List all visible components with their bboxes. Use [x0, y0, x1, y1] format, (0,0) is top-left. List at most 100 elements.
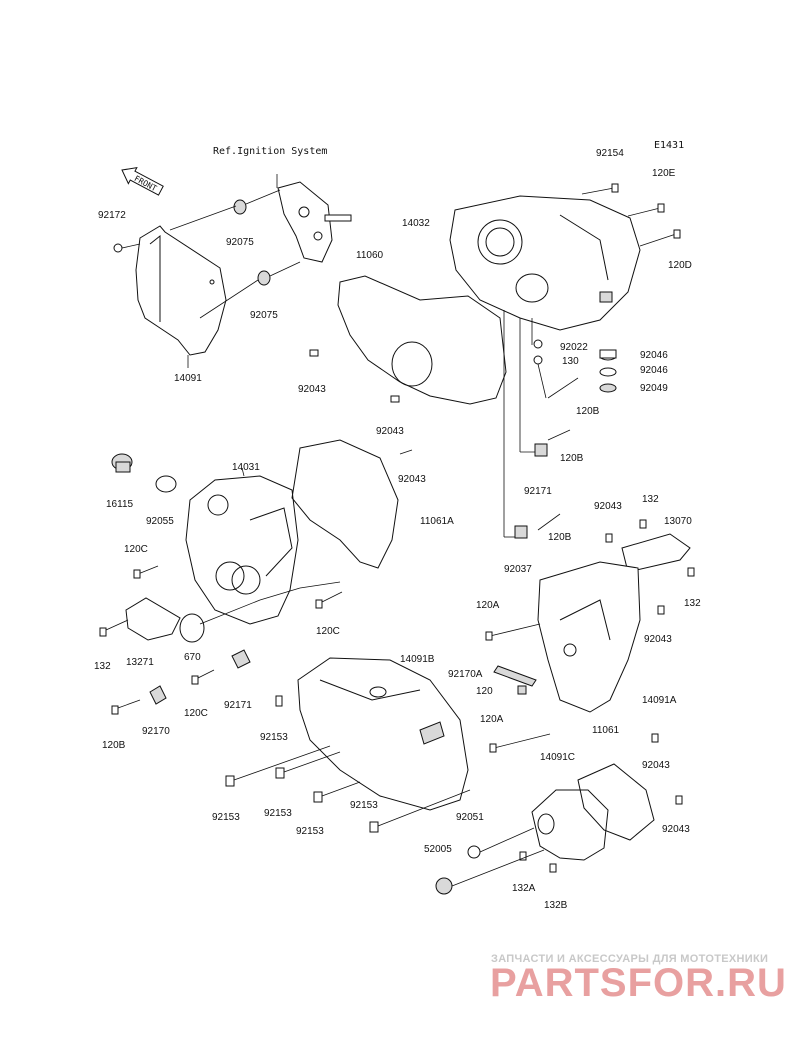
- callout-labels: 14091 92172 92075 92075 11060 92043 92043 14032…: [94, 148, 701, 911]
- grommet-92075a-drawing: [233, 199, 247, 215]
- clamp-92037-drawing: [514, 525, 528, 539]
- callout-120Bd: 120B: [102, 740, 126, 751]
- bolts-lower-right: [451, 733, 683, 887]
- callout-92154: 92154: [596, 148, 624, 159]
- housing-14032-drawing: [449, 195, 641, 331]
- o-ring-670-drawing: [179, 613, 205, 643]
- oil-cap-16115-drawing: [111, 453, 133, 473]
- callout-92049: 92049: [640, 383, 668, 394]
- cover-14091A-drawing: [537, 561, 641, 713]
- plate-13271-drawing: [125, 597, 181, 641]
- callout-92153e: 92153: [350, 800, 378, 811]
- cover-14091-drawing: [135, 225, 227, 356]
- callout-120Bc: 120B: [548, 532, 572, 543]
- callout-120Ba: 120B: [576, 406, 600, 417]
- callout-120Aa: 120A: [476, 600, 500, 611]
- spacers-right: [533, 339, 617, 393]
- callout-120D: 120D: [668, 260, 692, 271]
- gasket-11060-drawing: [337, 275, 507, 405]
- callout-14091A: 14091A: [642, 695, 677, 706]
- callout-92043d: 92043: [594, 501, 622, 512]
- cover-14031-drawing: [185, 475, 299, 625]
- callout-11061A: 11061A: [420, 516, 454, 527]
- bolts-lower-middle: [225, 695, 471, 833]
- callout-13271: 13271: [126, 657, 154, 668]
- callout-92075a: 92075: [226, 237, 254, 248]
- callout-92171b: 92171: [224, 700, 252, 711]
- callout-92170A: 92170A: [448, 669, 483, 680]
- callout-92153d: 92153: [296, 826, 324, 837]
- dowel-92043b-drawing: [390, 395, 400, 403]
- callout-92153b: 92153: [212, 812, 240, 823]
- callout-14031: 14031: [232, 462, 260, 473]
- gasket-11061A-drawing: [291, 439, 399, 569]
- callout-14091: 14091: [174, 373, 202, 384]
- clamp-92171a-drawing: [534, 443, 548, 457]
- front-arrow-icon: FRONT: [121, 167, 164, 196]
- callout-120E: 120E: [652, 168, 676, 179]
- callout-92043e: 92043: [644, 634, 672, 645]
- callout-92171a: 92171: [524, 486, 552, 497]
- callout-120Ca: 120C: [124, 544, 148, 555]
- clamp-92170-drawing: [149, 685, 167, 705]
- gasket-11060-window: [391, 341, 433, 387]
- callout-11060: 11060: [356, 250, 384, 261]
- callout-92043a: 92043: [298, 384, 326, 395]
- reference-note: Ref.Ignition System: [213, 146, 327, 157]
- callout-120Ab: 120A: [480, 714, 504, 725]
- diagram-code: E1431: [654, 140, 684, 151]
- callout-670: 670: [184, 652, 201, 663]
- callout-14032: 14032: [402, 218, 430, 229]
- grommet-92075b-drawing: [257, 270, 271, 286]
- callout-130: 130: [562, 356, 579, 367]
- watermark-brand: PARTSFOR.RU: [490, 961, 787, 1005]
- washer-92051-drawing: [467, 845, 481, 859]
- callout-92043c: 92043: [398, 474, 426, 485]
- callout-92051: 92051: [456, 812, 484, 823]
- bracket-13070-drawing: [621, 533, 691, 573]
- callout-92153c: 92153: [264, 808, 292, 819]
- seal-52005-drawing: [435, 877, 453, 895]
- callout-92172: 92172: [98, 210, 126, 221]
- callout-92075b: 92075: [250, 310, 278, 321]
- cover-14091B-drawing: [297, 657, 469, 811]
- callout-92043g: 92043: [662, 824, 690, 835]
- callout-120Bb: 120B: [560, 453, 584, 464]
- callout-14091C: 14091C: [540, 752, 575, 763]
- callout-132c: 132: [684, 598, 701, 609]
- callout-120Cb: 120C: [316, 626, 340, 637]
- callout-92037: 92037: [504, 564, 532, 575]
- dowel-92043a-drawing: [309, 349, 319, 357]
- bolt-92172-drawing: [113, 243, 123, 253]
- callout-52005: 52005: [424, 844, 452, 855]
- callout-92153a: 92153: [260, 732, 288, 743]
- leader-lines-middle-left: [199, 449, 413, 625]
- callout-92043b: 92043: [376, 426, 404, 437]
- callout-92022: 92022: [560, 342, 588, 353]
- callout-11061: 11061: [592, 725, 620, 736]
- callout-92170: 92170: [142, 726, 170, 737]
- callout-92055: 92055: [146, 516, 174, 527]
- gasket-11061-drawing: [577, 763, 655, 841]
- callout-132a: 132: [94, 661, 111, 672]
- bolts-middle-left: [99, 565, 343, 715]
- callout-14091B: 14091B: [400, 654, 435, 665]
- watermark-tagline: ЗАПЧАСТИ И АКСЕССУАРЫ ДЛЯ МОТОТЕХНИКИ: [491, 953, 768, 965]
- cover-14091C-drawing: [531, 789, 609, 861]
- callout-120Cc: 120C: [184, 708, 208, 719]
- bolts-upper-right: [581, 183, 681, 247]
- callout-132B: 132B: [544, 900, 568, 911]
- callout-92043f: 92043: [642, 760, 670, 771]
- callout-92046a: 92046: [640, 350, 668, 361]
- callout-132A: 132A: [512, 883, 536, 894]
- callout-16115: 16115: [106, 499, 134, 510]
- callout-132b: 132: [642, 494, 659, 505]
- callout-120: 120: [476, 686, 493, 697]
- o-ring-92055-drawing: [155, 475, 177, 493]
- callout-92046b: 92046: [640, 365, 668, 376]
- bolts-middle-right: [485, 519, 695, 753]
- bracket-ignition-drawing: [277, 181, 352, 263]
- clamp-92171b-drawing: [231, 649, 251, 669]
- leader-lines-upper-left: [121, 174, 301, 368]
